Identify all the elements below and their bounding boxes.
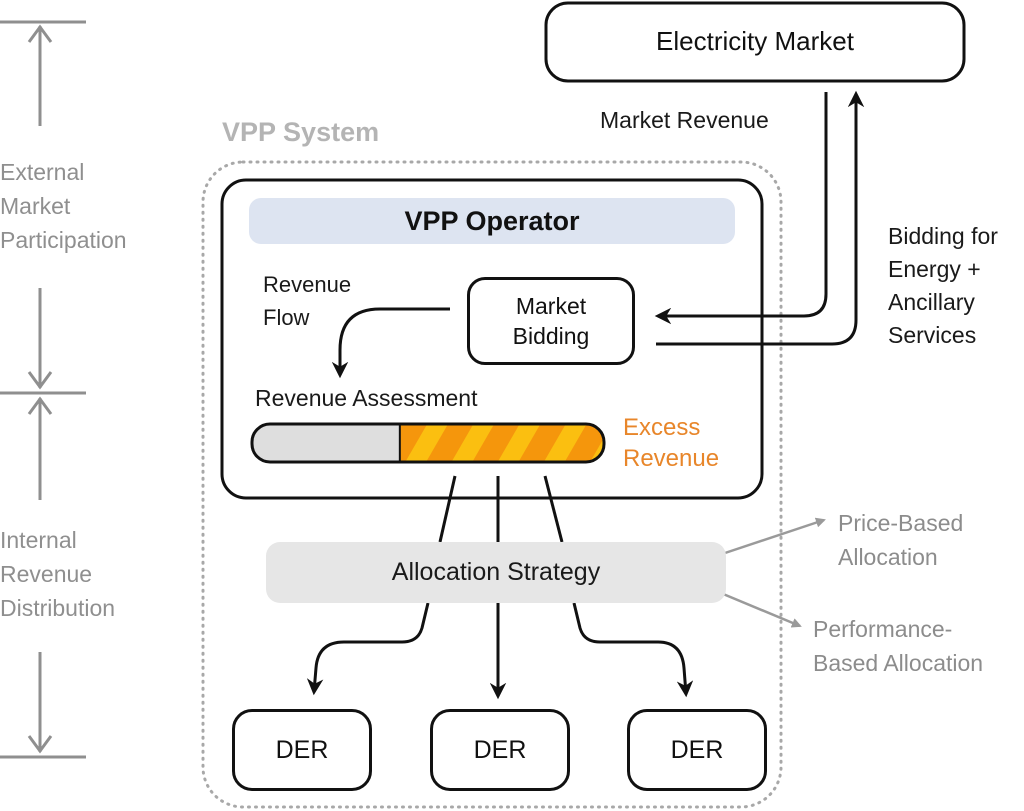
bidding-label: Bidding for Energy + Ancillary Services: [888, 223, 998, 348]
vpp-system-title: VPP System: [222, 117, 380, 147]
revenue-assessment-label: Revenue Assessment: [255, 385, 478, 411]
revenue-assessment-bar: [250, 422, 606, 464]
vpp-system-boundary: [201, 160, 783, 809]
der-label: DER: [275, 735, 329, 764]
der-1-arrow: [306, 602, 430, 696]
electricity-market-box-shape: [544, 1, 966, 83]
allocation-to-der-arrows: [306, 602, 694, 700]
der-box-2: DER: [430, 709, 570, 791]
market-bidding-box: Market Bidding: [467, 277, 635, 365]
bidding-arrow: [656, 90, 865, 346]
internal-revenue-distribution-label: Internal Revenue Distribution: [0, 527, 116, 621]
electricity-market-label: Electricity Market: [656, 26, 854, 56]
external-bracket: [0, 20, 86, 759]
revenue-flow-label: Revenue Flow: [263, 272, 352, 330]
vpp-operator-title: VPP Operator: [249, 198, 735, 244]
allocation-strategy-box: Allocation Strategy: [266, 542, 726, 603]
excess-revenue-segment: [399, 424, 604, 462]
external-market-participation-label: External Market Participation: [0, 159, 127, 253]
market-revenue-label: Market Revenue: [600, 107, 769, 133]
bar-outline: [250, 422, 606, 464]
der-3-arrow: [572, 602, 694, 698]
bar-to-allocation-lines: [438, 475, 564, 543]
excess-revenue-label: Excess Revenue: [623, 414, 720, 472]
der-box-3: DER: [627, 709, 767, 791]
performance-based-allocation-label: Performance- Based Allocation: [813, 616, 984, 676]
price-based-allocation-label: Price-Based Allocation: [838, 510, 964, 570]
allocation-strategy-label: Allocation Strategy: [391, 558, 601, 586]
der-label: DER: [473, 735, 527, 764]
der-box-1: DER: [232, 709, 372, 791]
der-label: DER: [670, 735, 724, 764]
market-revenue-arrow: [654, 92, 828, 325]
revenue-flow-arrow: [331, 307, 450, 379]
market-bidding-label: Market Bidding: [512, 293, 590, 349]
internal-bracket: [27, 396, 53, 754]
